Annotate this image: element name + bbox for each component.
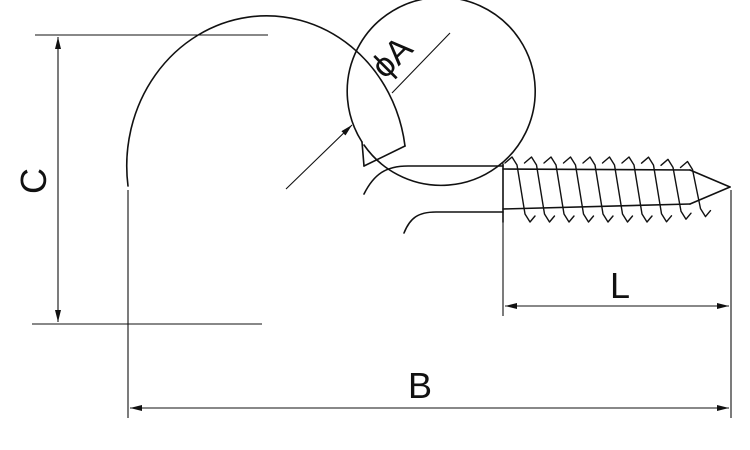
thread-tooth <box>660 158 692 220</box>
dimension-b <box>127 190 729 418</box>
eye-gap-cut-upper <box>361 141 365 167</box>
label-diameter-a: ϕA <box>364 29 421 86</box>
label-l: L <box>610 265 630 306</box>
label-b: B <box>408 365 432 406</box>
label-c: C <box>13 168 54 194</box>
thread-tooth <box>543 156 575 223</box>
shank-top-edge <box>363 165 504 195</box>
thread-root-top <box>502 168 691 171</box>
thread-tooth <box>582 156 614 223</box>
thread-root-bottom <box>502 203 691 210</box>
thread-tooth <box>640 156 673 223</box>
thread-tooth <box>562 156 595 223</box>
dimension-c <box>32 34 268 325</box>
thread-taper-bottom <box>689 186 731 205</box>
eye-ring <box>125 0 536 187</box>
thread-tooth <box>621 156 653 223</box>
dimension-a <box>285 32 451 190</box>
thread-tooth <box>601 156 634 223</box>
shank <box>363 163 504 234</box>
thread-tooth <box>523 156 556 223</box>
thread-tooth <box>504 156 536 223</box>
eye-inner-edge <box>346 0 536 187</box>
thread-tooth <box>679 160 712 218</box>
eye-gap-cut-lower <box>363 145 406 167</box>
thread-taper-top <box>689 169 731 188</box>
eye-outer-edge <box>125 15 406 187</box>
dimension-l <box>502 190 732 418</box>
dimension-a-arrow <box>285 124 353 190</box>
shank-bottom-edge <box>403 211 504 234</box>
thread <box>502 156 731 223</box>
dimension-a-leader <box>391 32 451 94</box>
